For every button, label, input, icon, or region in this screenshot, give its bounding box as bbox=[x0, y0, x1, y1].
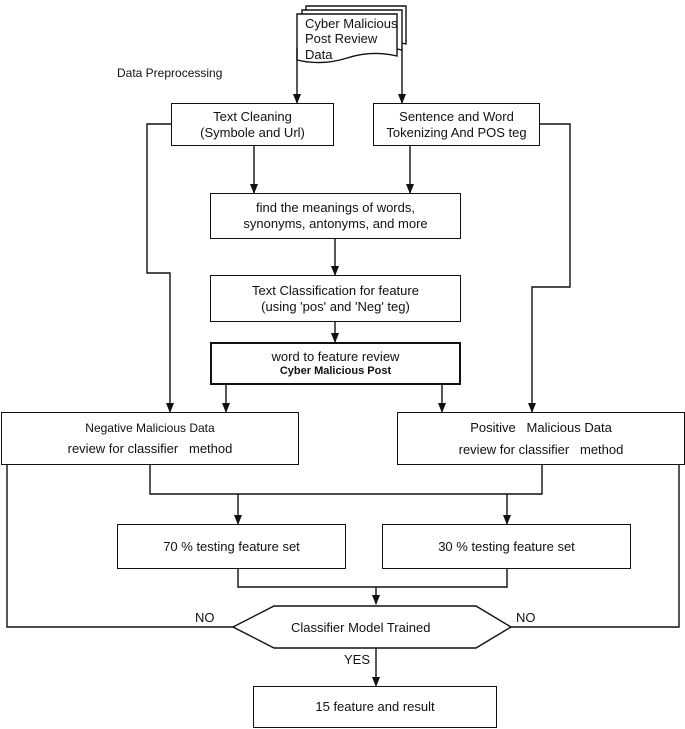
text-classification-box: Text Classification for feature (using '… bbox=[210, 275, 461, 322]
section-label: Data Preprocessing bbox=[117, 66, 223, 80]
word-to-feature-box: word to feature review Cyber Malicious P… bbox=[210, 342, 461, 385]
document-stack-icon bbox=[296, 5, 407, 64]
no-left-label: NO bbox=[195, 610, 215, 625]
tokenizing-box: Sentence and Word Tokenizing And POS teg bbox=[373, 103, 540, 146]
yes-label: YES bbox=[344, 652, 371, 667]
negative-data-box: Negative Malicious Data review for class… bbox=[1, 412, 299, 465]
positive-data-box: Positive Malicious Data review for class… bbox=[397, 412, 685, 465]
training-set-box: 70 % testing feature set bbox=[117, 524, 346, 569]
meanings-box: find the meanings of words, synonyms, an… bbox=[210, 193, 461, 239]
text-cleaning-box: Text Cleaning (Symbole and Url) bbox=[171, 103, 334, 146]
source-line-1: Cyber Malicious bbox=[305, 16, 398, 31]
decision-label: Classifier Model Trained bbox=[291, 620, 431, 635]
no-right-label: NO bbox=[516, 610, 536, 625]
testing-set-box: 30 % testing feature set bbox=[382, 524, 631, 569]
source-data-label: Cyber Malicious Post Review Data bbox=[305, 16, 397, 62]
result-box: 15 feature and result bbox=[253, 686, 497, 728]
source-line-2: Post Review bbox=[305, 31, 378, 47]
source-line-3: Data bbox=[305, 46, 333, 62]
